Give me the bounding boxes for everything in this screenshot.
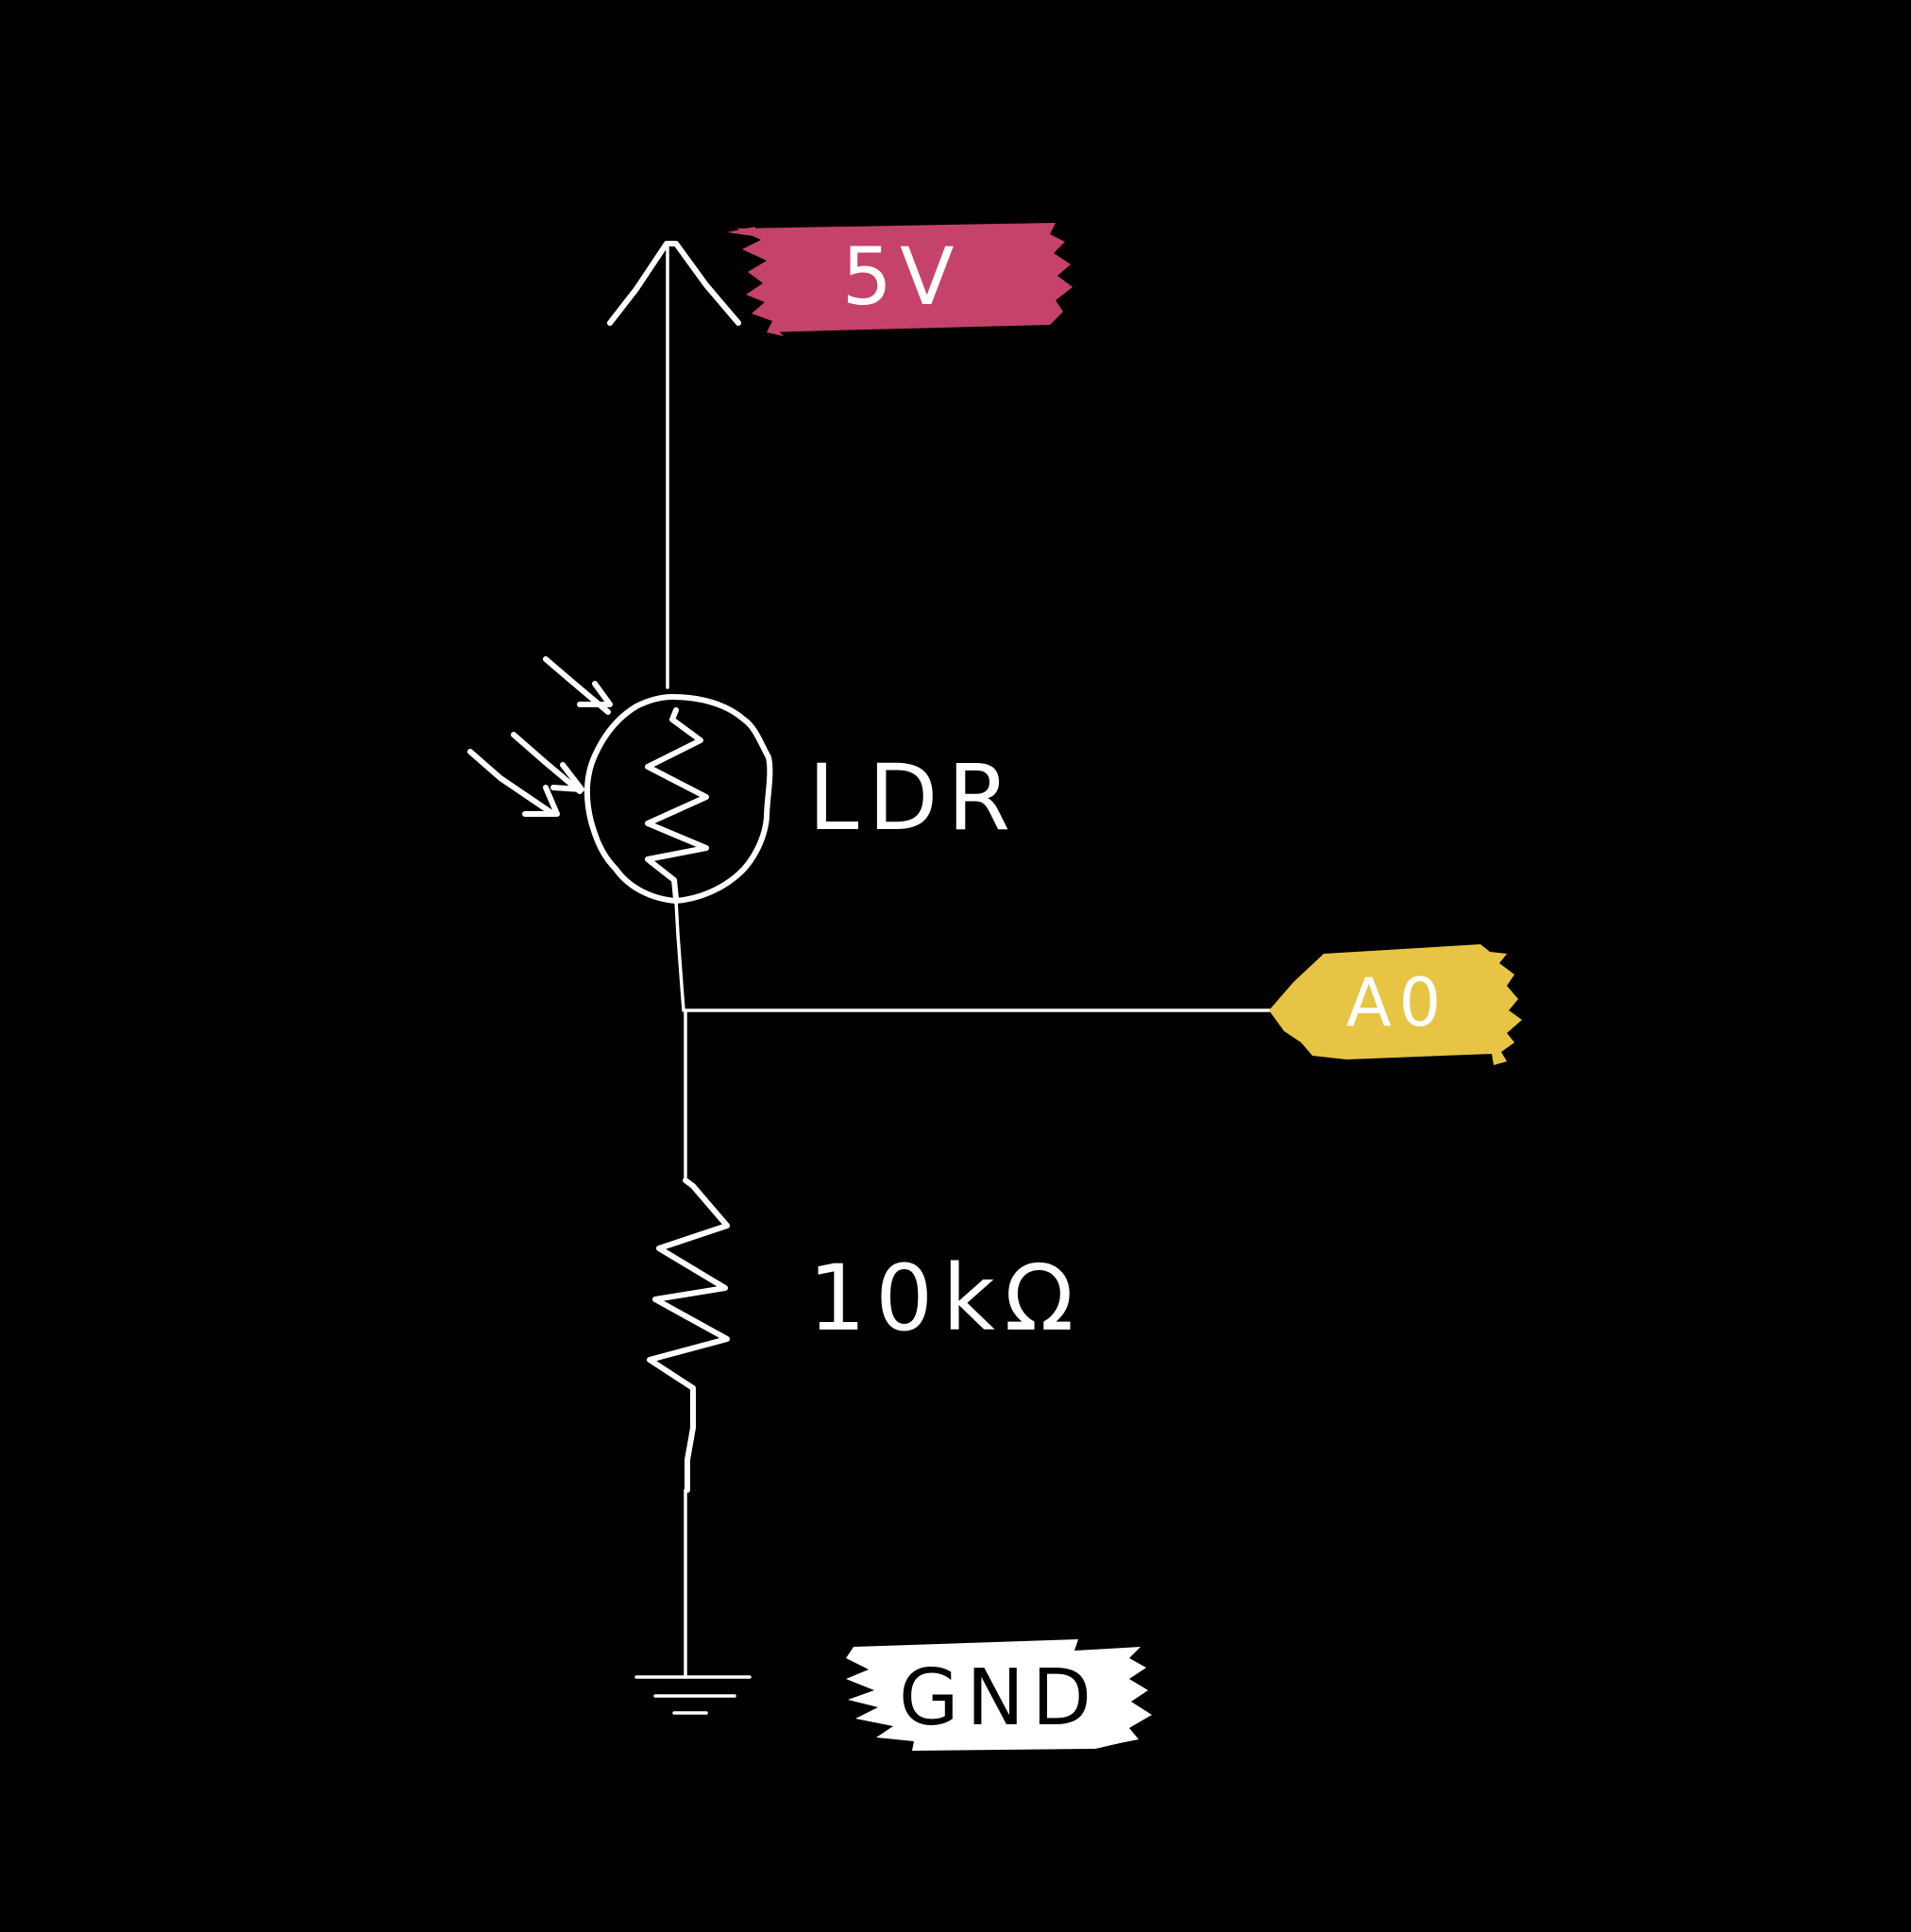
wire-ldr-to-junction	[674, 899, 685, 1012]
resistor-zigzag-icon	[647, 1178, 730, 1493]
gnd-label: GND	[899, 1653, 1099, 1743]
resistor-label: 10kΩ	[808, 1246, 1083, 1351]
ground-icon	[634, 1675, 752, 1715]
signal-label: A0	[1346, 964, 1448, 1042]
power-arrow-icon	[607, 241, 741, 326]
ldr-label: LDR	[808, 745, 1020, 851]
signal-tag-background	[1269, 944, 1522, 1065]
incoming-light-arrows-icon	[467, 656, 613, 817]
photoresistor-icon	[583, 694, 773, 904]
vcc-label: 5V	[842, 230, 962, 323]
gnd-tag-background	[846, 1639, 1152, 1751]
gnd-tag: GND	[846, 1639, 1152, 1751]
signal-tag: A0	[1269, 944, 1522, 1065]
vcc-tag-background	[736, 223, 1073, 332]
vcc-tag: 5V	[727, 223, 1073, 336]
